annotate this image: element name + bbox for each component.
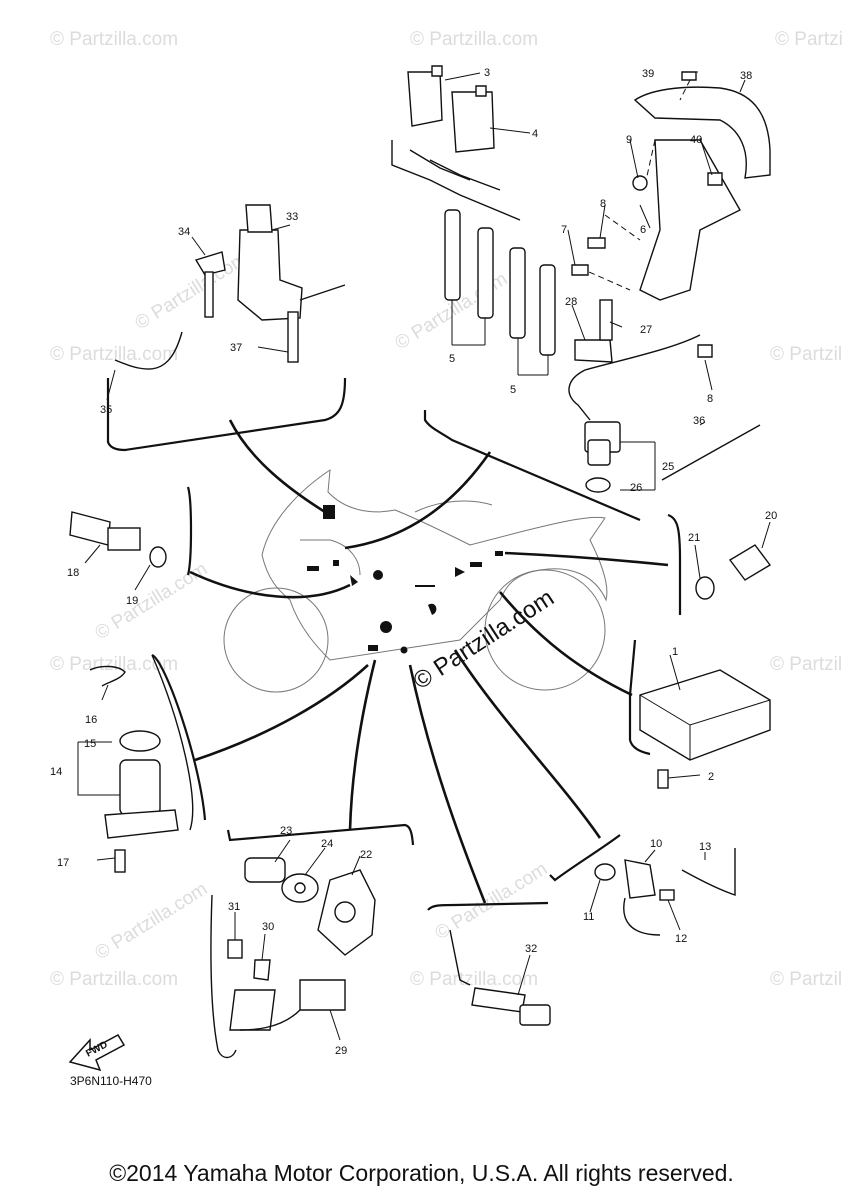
part-label-24: 24 — [321, 838, 333, 850]
part-label-6: 6 — [640, 224, 646, 236]
part-label-12: 12 — [675, 933, 687, 945]
part-label-2: 2 — [708, 771, 714, 783]
leader-lines — [189, 419, 669, 904]
part-label-29: 29 — [335, 1045, 347, 1057]
part-label-23: 23 — [280, 825, 292, 837]
sensor-18 — [69, 511, 167, 568]
watermark-text: © Partzilla.com — [92, 559, 212, 645]
motorcycle-outline — [223, 469, 608, 693]
part-label-28: 28 — [565, 296, 577, 308]
part-label-30: 30 — [262, 921, 274, 933]
watermark-text: © Partzilla.com — [410, 29, 538, 50]
sensor-10 — [594, 848, 736, 936]
part-label-34: 34 — [178, 226, 190, 238]
main-switch — [194, 204, 346, 363]
part-label-11: 11 — [583, 911, 594, 923]
part-label-16: 16 — [85, 714, 97, 726]
part-label-35: 35 — [100, 404, 112, 416]
part-label-4: 4 — [532, 128, 538, 140]
part-label-36: 36 — [693, 415, 705, 427]
part-label-14: 14 — [50, 766, 62, 778]
part-label-19: 19 — [126, 595, 138, 607]
part-label-15: 15 — [84, 738, 96, 750]
watermark-text: © Partzilla.com — [50, 29, 178, 50]
drawing-code: 3P6N110-H470 — [70, 1074, 152, 1088]
watermark-text: © Partzilla.com — [50, 344, 178, 365]
component-markers — [307, 505, 503, 654]
part-label-13: 13 — [699, 841, 711, 853]
part-label-37: 37 — [230, 342, 242, 354]
watermark-text: © Partzilla.com — [770, 654, 843, 675]
ecu-unit — [639, 669, 771, 789]
part-label-8: 8 — [600, 198, 606, 210]
copyright-notice: ©2014 Yamaha Motor Corporation, U.S.A. A… — [109, 1160, 734, 1186]
sensor-20 — [695, 544, 772, 600]
tie-strap-35 — [114, 331, 183, 370]
part-label-21: 21 — [688, 532, 700, 544]
sensor-25 — [568, 299, 701, 493]
ecu-bracket — [571, 71, 771, 358]
part-label-38: 38 — [740, 70, 752, 82]
sprocket-sensor-group — [210, 857, 376, 1059]
part-label-20: 20 — [765, 510, 777, 522]
part-label-39: 39 — [642, 68, 654, 80]
background-watermarks: © Partzilla.com © Partzilla.com © Partzi… — [50, 29, 843, 990]
callout-lines — [84, 71, 771, 1041]
fwd-arrow-icon: FWD — [68, 1034, 126, 1072]
part-label-26: 26 — [630, 482, 642, 494]
part-label-10: 10 — [650, 838, 662, 850]
part-label-9: 9 — [626, 134, 632, 146]
part-label-25: 25 — [662, 461, 674, 473]
part-label-27: 27 — [640, 324, 652, 336]
part-number-labels: 1 2 3 4 5 5 6 7 8 8 9 10 11 12 13 14 15 … — [50, 67, 777, 1057]
part-label-3: 3 — [484, 67, 490, 79]
watermark-text: © Partzilla.com — [50, 654, 178, 675]
solenoid-14 — [77, 654, 194, 873]
part-label-8: 8 — [707, 393, 713, 405]
part-label-5: 5 — [510, 384, 516, 396]
watermark-text: © Partzilla.com — [770, 344, 843, 365]
part-label-40: 40 — [690, 134, 702, 146]
part-label-7: 7 — [561, 224, 567, 236]
watermark-text: © Partzilla.com — [132, 249, 252, 335]
part-label-22: 22 — [360, 849, 372, 861]
group-brackets — [106, 377, 682, 911]
ignition-coils — [391, 65, 521, 221]
part-label-5: 5 — [449, 353, 455, 365]
part-label-1: 1 — [672, 646, 678, 658]
part-label-17: 17 — [57, 857, 69, 869]
part-label-31: 31 — [228, 901, 240, 913]
center-watermark: © Partzilla.com — [409, 584, 559, 695]
watermark-text: © Partzilla.com — [775, 29, 843, 50]
plug-caps — [444, 209, 556, 376]
o2-sensor-32 — [449, 929, 551, 1026]
watermark-text: © Partzilla.com — [92, 879, 212, 965]
part-label-32: 32 — [525, 943, 537, 955]
part-label-33: 33 — [286, 211, 298, 223]
watermark-text: © Partzilla.com — [50, 969, 178, 990]
watermark-text: © Partzilla.com — [770, 969, 843, 990]
watermark-text: © Partzilla.com — [410, 969, 538, 990]
part-label-18: 18 — [67, 567, 79, 579]
watermark-text: © Partzilla.com — [432, 859, 552, 945]
tie-strap-36 — [661, 424, 761, 481]
